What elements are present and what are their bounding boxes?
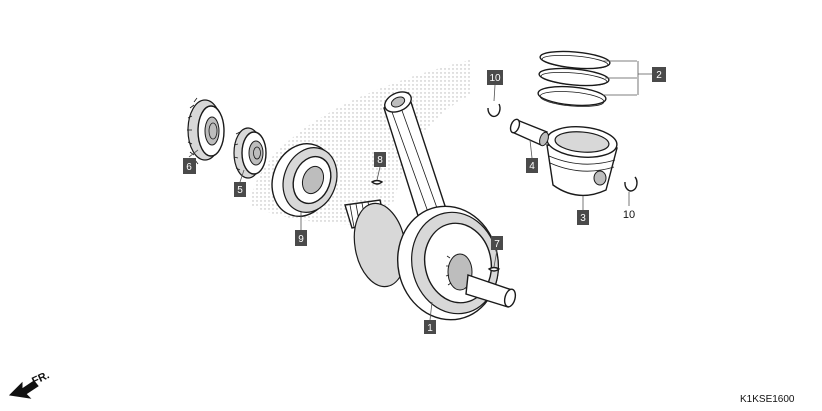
piston-3 bbox=[546, 126, 618, 197]
callout-10-pin-clip[interactable]: 10 bbox=[487, 70, 503, 85]
piston-rings-2 bbox=[537, 50, 611, 107]
key-8 bbox=[370, 179, 384, 185]
leader-lines bbox=[188, 60, 652, 321]
callout-10-piston-clip[interactable]: 10 bbox=[623, 209, 635, 221]
diagram-code: K1KSE1600 bbox=[740, 394, 795, 405]
callout-9[interactable]: 9 bbox=[295, 230, 307, 246]
piston-pin-4 bbox=[509, 118, 549, 147]
svg-text:1: 1 bbox=[427, 323, 433, 334]
front-arrow-icon bbox=[8, 380, 39, 399]
svg-text:4: 4 bbox=[529, 161, 535, 172]
callout-4[interactable]: 4 bbox=[526, 158, 538, 173]
callout-8[interactable]: 8 bbox=[374, 152, 386, 167]
key-7 bbox=[487, 266, 501, 272]
svg-text:8: 8 bbox=[377, 155, 383, 166]
svg-text:5: 5 bbox=[237, 185, 243, 196]
gear-6 bbox=[187, 97, 225, 165]
clip-10-left bbox=[487, 103, 501, 118]
svg-text:9: 9 bbox=[298, 234, 304, 245]
clip-10-right bbox=[624, 176, 638, 192]
crankshaft-1 bbox=[344, 91, 517, 321]
svg-text:6: 6 bbox=[186, 162, 192, 173]
callout-3[interactable]: 3 bbox=[577, 210, 589, 225]
callout-6[interactable]: 6 bbox=[183, 158, 196, 174]
svg-text:10: 10 bbox=[489, 73, 501, 84]
svg-text:10: 10 bbox=[623, 209, 635, 221]
front-indicator-label: FR. bbox=[30, 369, 51, 387]
bearing-9 bbox=[271, 143, 338, 217]
callout-1[interactable]: 1 bbox=[424, 320, 436, 334]
svg-text:3: 3 bbox=[580, 213, 586, 224]
callout-2[interactable]: 2 bbox=[652, 67, 666, 82]
svg-text:7: 7 bbox=[494, 239, 500, 250]
gear-5 bbox=[233, 127, 267, 179]
svg-text:2: 2 bbox=[656, 70, 662, 81]
callout-5[interactable]: 5 bbox=[234, 182, 246, 197]
callout-7[interactable]: 7 bbox=[491, 236, 503, 250]
